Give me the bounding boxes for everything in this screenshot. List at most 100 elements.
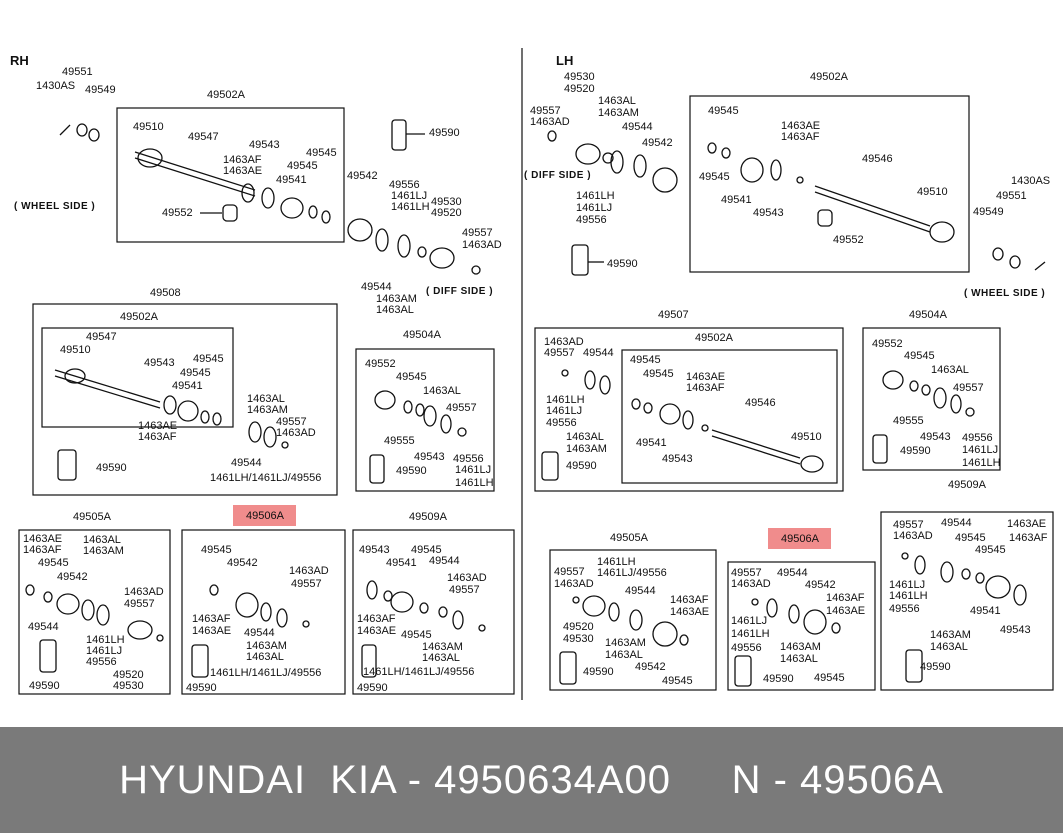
- part-label: 1463AM: [598, 107, 639, 119]
- part-label: 1463AE: [138, 420, 177, 432]
- part-label: 1461LH/1461LJ/49556: [363, 666, 474, 678]
- part-label: 1461LH: [86, 634, 125, 646]
- part-label: 49557: [554, 566, 585, 578]
- frame-lines: [18, 48, 1054, 700]
- part-label: 1461LH: [889, 590, 928, 602]
- part-label: 1461LH: [391, 201, 430, 213]
- part-label: 49545: [396, 371, 427, 383]
- part-number-footer: HYUNDAI KIA - 4950634A00 N - 49506A: [0, 727, 1063, 833]
- part-label: 1463AE: [223, 165, 262, 177]
- part-label: 1463AE: [1007, 518, 1046, 530]
- box-rh-49504A: [355, 348, 495, 492]
- part-label: 1461LH/1461LJ/49556: [210, 472, 321, 484]
- part-label: 1463AE: [826, 605, 865, 617]
- part-label: 49545: [201, 544, 232, 556]
- part-label: 1463AF: [781, 131, 820, 143]
- box-lh-49507-inner: [621, 349, 838, 484]
- part-label: 1463AD: [554, 578, 594, 590]
- part-label: 49557: [291, 578, 322, 590]
- part-label: 1463AL: [930, 641, 968, 653]
- part-label: 1461LJ: [576, 202, 612, 214]
- part-label: 1430AS: [1011, 175, 1050, 187]
- part-label: 1463AL: [598, 95, 636, 107]
- part-label: 1463AD: [124, 586, 164, 598]
- part-label: 49543: [249, 139, 280, 151]
- part-label: 49543: [414, 451, 445, 463]
- part-label: 49552: [365, 358, 396, 370]
- part-label: 1463AL: [780, 653, 818, 665]
- box-lh-49502A: [689, 95, 970, 273]
- part-label: 49504A: [909, 309, 948, 321]
- part-label: 1463AM: [376, 293, 417, 305]
- part-label: 1461LJ/49556: [597, 567, 667, 579]
- part-label: 49509A: [948, 479, 987, 491]
- part-label: 1463AM: [930, 629, 971, 641]
- part-label: 1463AL: [566, 431, 604, 443]
- part-label: 49545: [699, 171, 730, 183]
- part-label: 1463AL: [376, 304, 414, 316]
- part-label: 49541: [386, 557, 417, 569]
- box-rh-49506A: [181, 529, 346, 695]
- part-label: 49545: [411, 544, 442, 556]
- part-label: 49545: [287, 160, 318, 172]
- highlight-tags: [233, 505, 831, 549]
- part-label: 1463AF: [138, 431, 177, 443]
- part-label: 1463AE: [192, 625, 231, 637]
- part-label: 1463AL: [422, 652, 460, 664]
- part-label: 49544: [28, 621, 59, 633]
- part-label: 49502A: [810, 71, 849, 83]
- footer-part-number-text: HYUNDAI KIA - 4950634A00 N - 49506A: [119, 757, 944, 802]
- box-rh-49508-inner: [41, 327, 234, 428]
- part-label: 1463AE: [357, 625, 396, 637]
- part-label: 49544: [244, 627, 275, 639]
- part-label: 1463AE: [670, 606, 709, 618]
- part-label: 1461LH: [546, 394, 585, 406]
- part-label: 49545: [38, 557, 69, 569]
- part-label: 49590: [29, 680, 60, 692]
- part-label: 1463AL: [931, 364, 969, 376]
- rh-boot-2: [347, 218, 373, 242]
- box-lh-49509A: [880, 511, 1054, 691]
- part-label: 1463AF: [192, 613, 231, 625]
- part-label: 1463AF: [357, 613, 396, 625]
- box-rh-49508: [32, 303, 338, 496]
- part-label: 49552: [162, 207, 193, 219]
- part-label: 1463AL: [246, 651, 284, 663]
- part-label: 1463AF: [670, 594, 709, 606]
- part-label: 49549: [85, 84, 116, 96]
- rh-joint: [137, 148, 163, 168]
- part-label: 1461LJ: [731, 615, 767, 627]
- part-label: 1463AE: [781, 120, 820, 132]
- part-label: 1463AM: [605, 637, 646, 649]
- part-label: 1461LH: [576, 190, 615, 202]
- part-label: 49520: [431, 207, 462, 219]
- part-label: 49544: [361, 281, 392, 293]
- part-label: 49510: [917, 186, 948, 198]
- part-label: 49541: [970, 605, 1001, 617]
- part-label: 1463AD: [462, 239, 502, 251]
- part-label: 49543: [1000, 624, 1031, 636]
- part-label: 49545: [955, 532, 986, 544]
- part-label: 49557: [449, 584, 480, 596]
- part-label: 49557: [276, 416, 307, 428]
- box-lh-49507: [534, 327, 844, 492]
- rh-boot: [280, 197, 304, 219]
- part-label: 49543: [662, 453, 693, 465]
- part-label: 49556: [86, 656, 117, 668]
- section-heading-rh: RH: [10, 53, 29, 68]
- part-label: 1463AF: [223, 154, 262, 166]
- wheel-side-label-lh: ( WHEEL SIDE ): [964, 288, 1045, 299]
- part-label: 49545: [662, 675, 693, 687]
- part-label: 49544: [777, 567, 808, 579]
- part-label: 49543: [920, 431, 951, 443]
- part-label: 49551: [62, 66, 93, 78]
- part-label: 49590: [920, 661, 951, 673]
- section-heading-lh: LH: [556, 53, 573, 68]
- part-label: 1463AM: [422, 641, 463, 653]
- part-label: 1463AM: [246, 640, 287, 652]
- part-label: 1461LJ: [86, 645, 122, 657]
- part-label: 1461LJ: [962, 444, 998, 456]
- part-label: 49546: [862, 153, 893, 165]
- part-label: 49549: [973, 206, 1004, 218]
- part-label: 49545: [708, 105, 739, 117]
